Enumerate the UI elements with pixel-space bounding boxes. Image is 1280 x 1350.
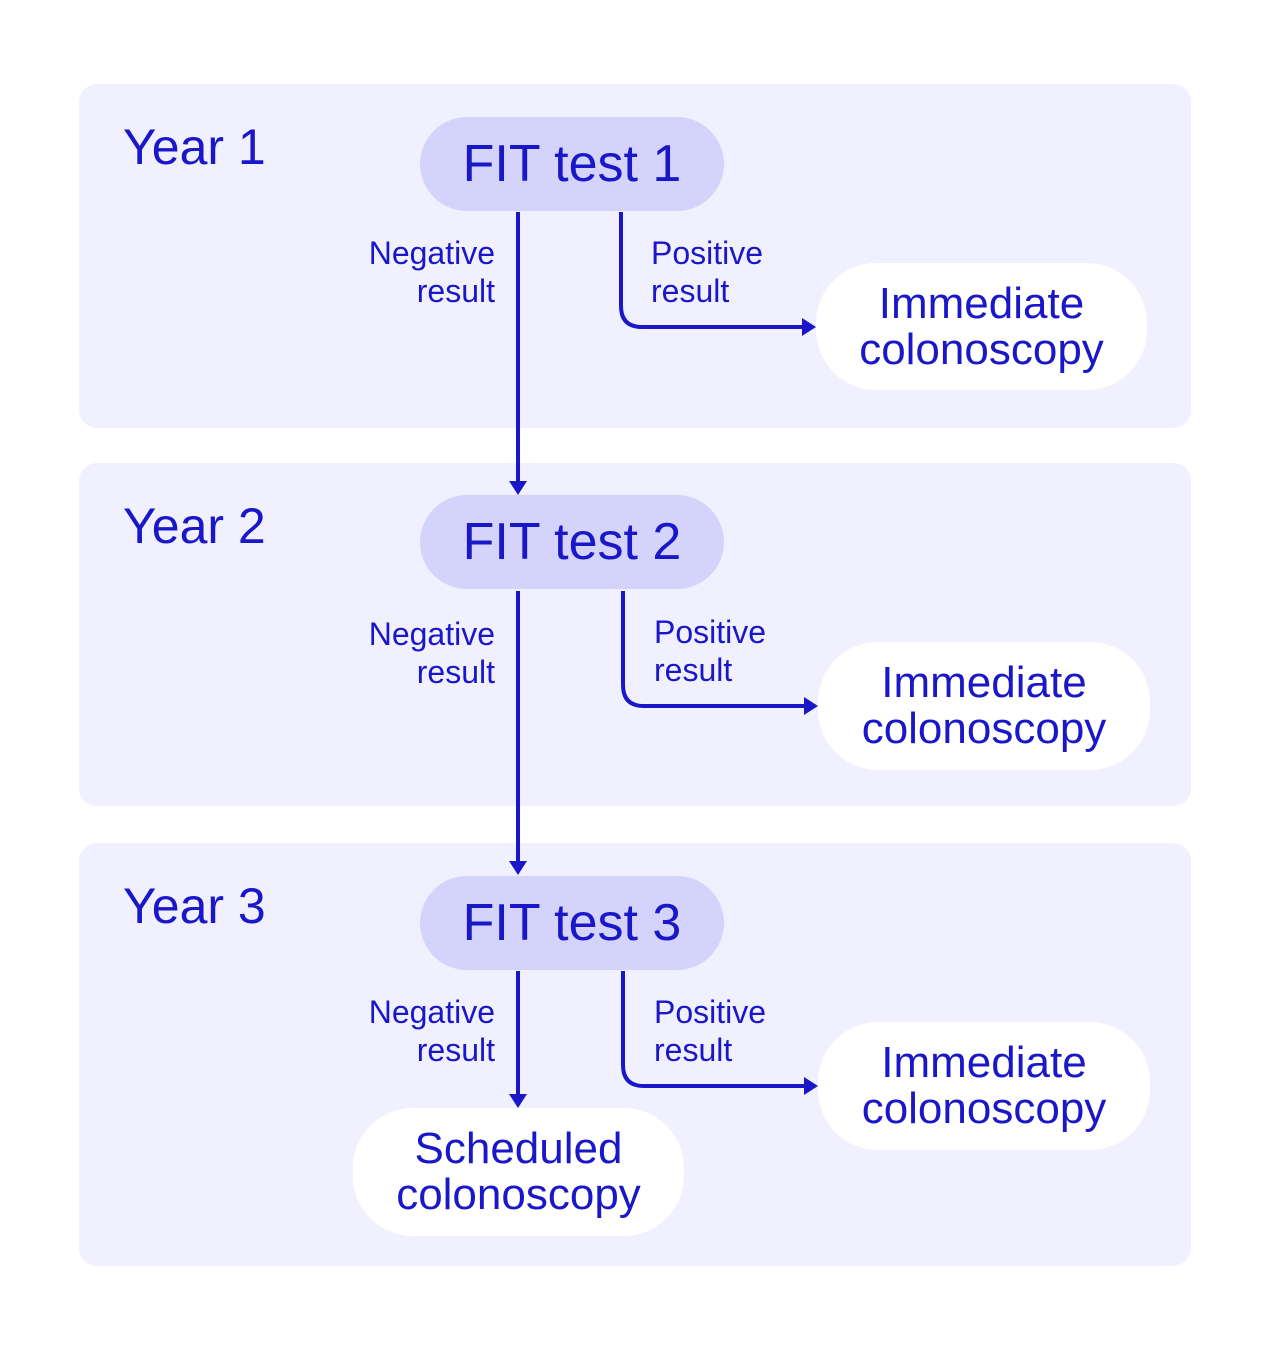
immediate-colonoscopy-text-2: Immediate colonoscopy: [861, 658, 1107, 753]
immediate-colonoscopy-node-3: Immediate colonoscopy: [818, 1022, 1150, 1150]
fit-test-3-node: FIT test 3: [420, 876, 724, 970]
year-3-label: Year 3: [123, 878, 266, 934]
scheduled-colonoscopy-node: Scheduled colonoscopy: [353, 1108, 684, 1236]
negative-result-label-3: Negative result: [368, 994, 495, 1068]
year-1-label: Year 1: [123, 119, 266, 175]
immediate-colonoscopy-node-1: Immediate colonoscopy: [816, 263, 1147, 390]
scheduled-colonoscopy-text: Scheduled colonoscopy: [396, 1124, 641, 1219]
positive-result-label-3: Positive result: [654, 994, 767, 1068]
immediate-colonoscopy-text-1: Immediate colonoscopy: [859, 278, 1104, 374]
fit-test-2-node: FIT test 2: [420, 495, 724, 589]
year-2-label: Year 2: [123, 498, 266, 554]
immediate-colonoscopy-text-3: Immediate colonoscopy: [861, 1038, 1107, 1133]
positive-result-label-1: Positive result: [651, 235, 764, 309]
negative-result-label-1: Negative result: [368, 235, 495, 309]
positive-result-label-2: Positive result: [654, 614, 767, 688]
immediate-colonoscopy-node-2: Immediate colonoscopy: [818, 642, 1150, 770]
fit-test-1-node: FIT test 1: [420, 117, 724, 211]
negative-result-label-2: Negative result: [368, 616, 495, 690]
